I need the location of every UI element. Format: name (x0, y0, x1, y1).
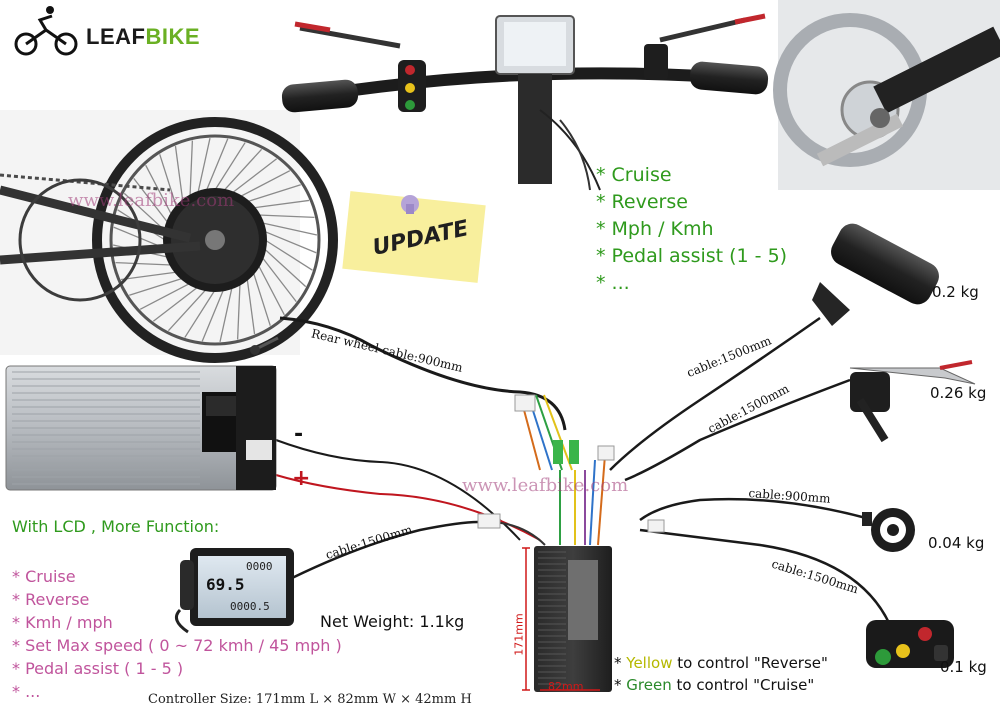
lcd-speed-readout: 69.5 (206, 575, 245, 594)
lcd-feature-item: * Cruise (12, 567, 76, 586)
note-green-word: Green (626, 676, 672, 694)
handlebar-photo (281, 13, 769, 191)
controller-dim-width: 82mm (548, 680, 584, 693)
wiring (250, 316, 892, 626)
brand-logo-text: LEAFBIKE (86, 24, 200, 50)
rear-hub-motor-wheel (0, 110, 338, 363)
function-switch (866, 620, 954, 668)
controller (522, 546, 612, 692)
feature-item: * ... (596, 272, 630, 294)
controller-dim-height: 171mm (512, 613, 526, 656)
brake-lever (849, 360, 976, 443)
lcd-feature-item: * Kmh / mph (12, 613, 113, 632)
update-sticky-note (342, 191, 486, 283)
switch-notes: * Yellow to control "Reverse" * Green to… (614, 652, 828, 696)
controller-size: Controller Size: 171mm L × 82mm W × 42mm… (148, 692, 472, 707)
feature-item: * Reverse (596, 191, 688, 213)
lcd-display (174, 548, 294, 634)
weight-brake: 0.26 kg (930, 384, 987, 402)
cyclist-icon (14, 6, 78, 56)
feature-item: * Cruise (596, 164, 672, 186)
lcd-feature-list: * Cruise * Reverse * Kmh / mph * Set Max… (12, 565, 342, 703)
lcd-feature-item: * Reverse (12, 590, 90, 609)
lcd-bottom-digits: 0000.5 (230, 600, 270, 613)
battery-negative-label: - (294, 422, 304, 447)
watermark-center: www.leafbike.com (462, 475, 629, 496)
logo-text-dark: LEAF (86, 24, 146, 49)
lcd-feature-item: * ... (12, 682, 41, 701)
lcd-feature-item: * Pedal assist ( 1 - 5 ) (12, 659, 184, 678)
logo-text-green: BIKE (145, 24, 201, 49)
battery-positive-label: + (292, 466, 311, 491)
pas-sensor (862, 508, 915, 552)
note-yellow-word: Yellow (626, 654, 673, 672)
weight-switch: 0.1 kg (940, 658, 987, 676)
lcd-top-digits: 0000 (246, 560, 273, 573)
weight-pas: 0.04 kg (928, 534, 985, 552)
feature-list-top: * Cruise * Reverse * Mph / Kmh * Pedal a… (596, 162, 787, 297)
throttle-grip (812, 223, 939, 326)
lcd-feature-item: * Set Max speed ( 0 ~ 72 kmh / 45 mph ) (12, 636, 342, 655)
pas-install-photo (773, 0, 1000, 190)
feature-item: * Mph / Kmh (596, 218, 714, 240)
watermark-top: www.leafbike.com (68, 190, 235, 211)
note-reverse: * Yellow to control "Reverse" (614, 654, 828, 672)
battery (5, 365, 277, 491)
controller-net-weight: Net Weight: 1.1kg (320, 612, 465, 631)
note-cruise: * Green to control "Cruise" (614, 676, 815, 694)
feature-item: * Pedal assist (1 - 5) (596, 245, 788, 267)
lcd-section-title: With LCD , More Function: (12, 517, 220, 536)
weight-throttle: 0.2 kg (932, 283, 979, 301)
